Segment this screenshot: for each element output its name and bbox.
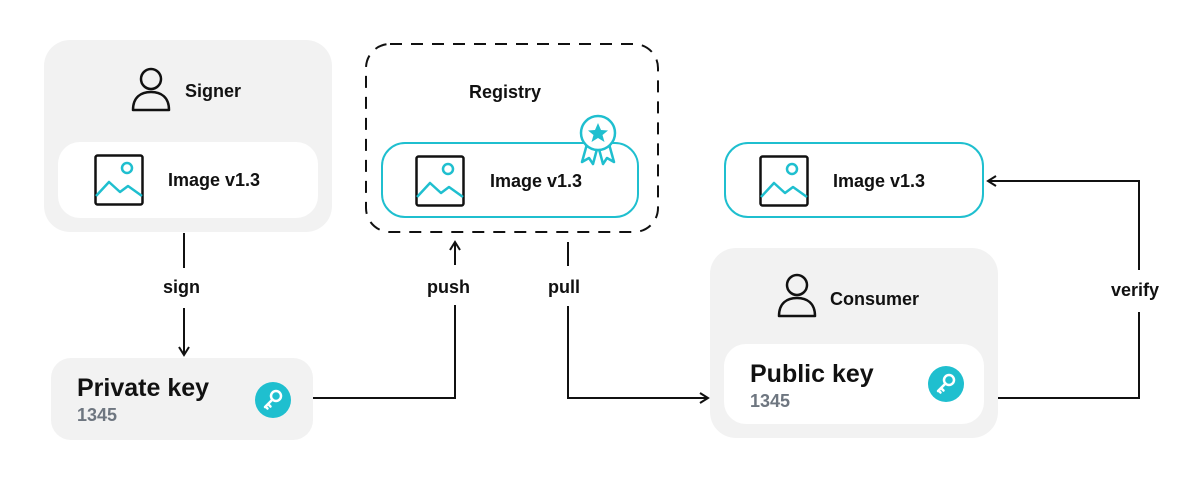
registry-title: Registry <box>469 82 542 102</box>
verified-image-card: Image v1.3 <box>724 142 984 218</box>
award-badge-icon <box>579 114 617 166</box>
registry-image-label: Image v1.3 <box>490 171 583 191</box>
private-key-box: Private key 1345 <box>51 358 313 440</box>
consumer-title: Consumer <box>830 289 920 309</box>
signer-image-card: Image v1.3 <box>58 142 318 218</box>
image-icon <box>94 154 144 206</box>
edge-label-verify: verify <box>1111 280 1160 300</box>
public-key-value: 1345 <box>750 391 791 411</box>
signer-panel: Signer Image v1.3 <box>44 40 332 232</box>
edge-label-push: push <box>427 277 470 297</box>
key-icon <box>928 366 964 402</box>
user-icon <box>777 273 817 318</box>
public-key-title: Public key <box>750 360 874 388</box>
consumer-panel: Consumer Public key 1345 <box>710 248 998 438</box>
push-connector <box>313 305 456 399</box>
private-key-value: 1345 <box>77 405 118 425</box>
verify-connector <box>998 312 1140 399</box>
image-icon <box>415 155 465 207</box>
key-icon <box>255 382 291 418</box>
edge-label-pull: pull <box>548 277 580 297</box>
public-key-card: Public key 1345 <box>724 344 984 424</box>
signer-image-label: Image v1.3 <box>168 170 261 190</box>
user-icon <box>131 67 171 112</box>
verify-arrow <box>986 175 1140 270</box>
pull-arrow <box>567 306 710 404</box>
signer-title: Signer <box>185 81 242 101</box>
image-icon <box>759 155 809 207</box>
private-key-title: Private key <box>77 374 210 402</box>
verified-image-label: Image v1.3 <box>833 171 926 191</box>
edge-label-sign: sign <box>163 277 201 297</box>
